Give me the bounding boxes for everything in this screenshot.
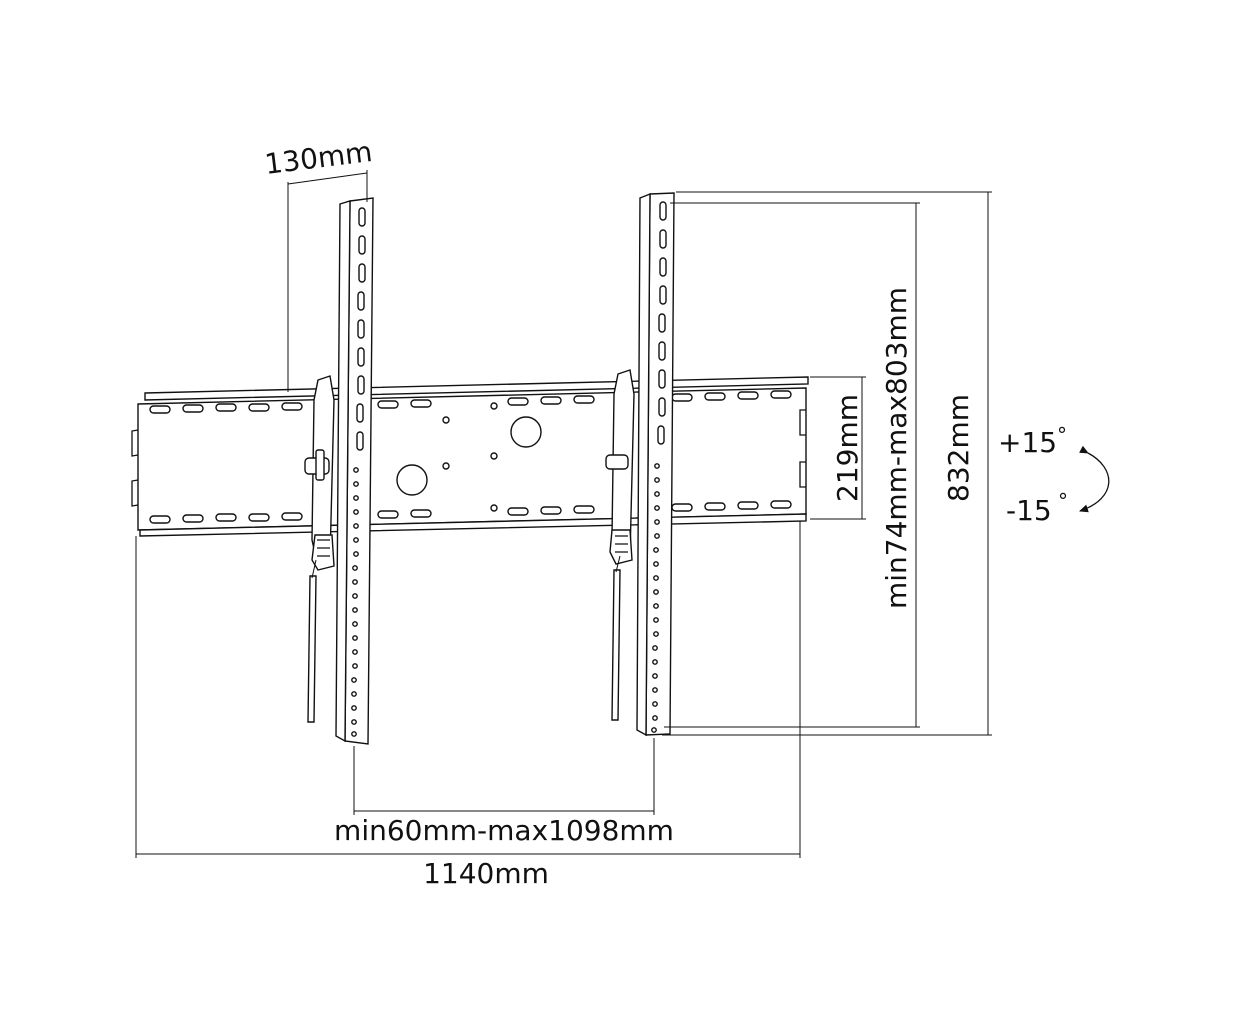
left-tilt-arm	[304, 197, 374, 745]
tilt-arrow	[1079, 445, 1110, 513]
plate-height-label: 219mm	[831, 394, 864, 502]
tilt-up-label: +15	[998, 426, 1057, 459]
right-arm-holes	[651, 463, 660, 733]
hole-range-label: min74mm-max803mm	[880, 287, 913, 609]
dimension-lines	[135, 170, 992, 858]
right-tilt-arm	[605, 192, 675, 737]
tilt-down-label: -15	[1006, 494, 1052, 527]
top-slot-row	[149, 390, 792, 414]
wall-plate	[131, 376, 809, 537]
left-arm-holes	[351, 467, 359, 737]
tilt-up-degree: °	[1057, 423, 1067, 447]
left-arm-slots	[356, 207, 366, 451]
center-holes	[396, 402, 542, 512]
right-arm-slots	[657, 201, 667, 445]
overall-height-label: 832mm	[942, 394, 975, 502]
arm-spacing-label: min60mm-max1098mm	[334, 814, 674, 847]
tilt-down-degree: °	[1058, 489, 1068, 513]
overall-width-label: 1140mm	[423, 857, 549, 890]
bottom-slot-row	[149, 500, 792, 524]
